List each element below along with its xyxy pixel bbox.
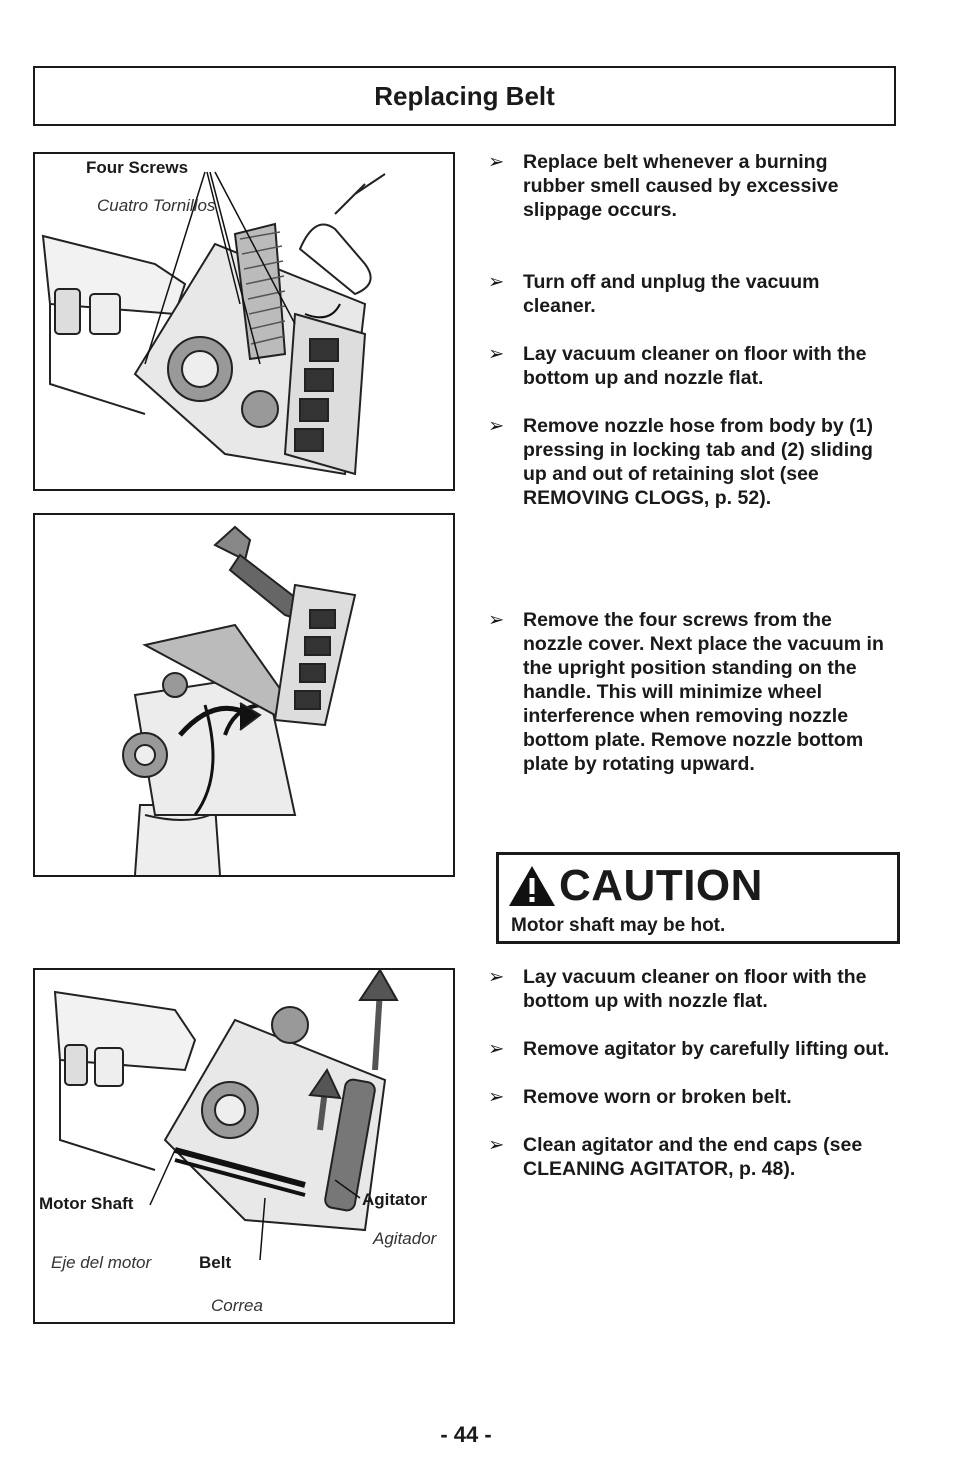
figure-remove-agitator: Motor Shaft Eje del motor Belt Correa Ag… — [33, 968, 455, 1324]
list-item: ➢ Remove nozzle hose from body by (1) pr… — [488, 414, 893, 510]
list-item: ➢ Clean agitator and the end caps (see C… — [488, 1133, 893, 1181]
caution-box: CAUTION Motor shaft may be hot. — [496, 852, 900, 944]
list-item: ➢ Lay vacuum cleaner on floor with the b… — [488, 965, 893, 1013]
instruction-list-2: ➢ Remove the four screws from the nozzle… — [488, 608, 893, 800]
step-text: Remove worn or broken belt. — [523, 1086, 792, 1108]
agitator-label-es: Agitador — [373, 1229, 437, 1248]
belt-label-es: Correa — [211, 1296, 263, 1315]
step-text: Remove nozzle hose from body by (1) pres… — [523, 415, 873, 509]
bullet-arrow-icon: ➢ — [488, 609, 505, 631]
step-text: Clean agitator and the end caps (see CLE… — [523, 1134, 863, 1180]
vacuum-bottom-illustration — [41, 171, 386, 476]
figure-remove-screws: Four Screws Cuatro Tornillos — [33, 152, 455, 491]
bullet-arrow-icon: ➢ — [488, 1086, 505, 1108]
instruction-list-3: ➢ Lay vacuum cleaner on floor with the b… — [488, 965, 893, 1205]
bullet-arrow-icon: ➢ — [488, 343, 505, 365]
list-item: ➢ Remove agitator by carefully lifting o… — [488, 1037, 893, 1061]
page-title: Replacing Belt — [374, 80, 555, 111]
bullet-arrow-icon: ➢ — [488, 966, 505, 988]
motor-shaft-label: Motor Shaft — [39, 1194, 134, 1213]
caution-heading: CAUTION — [559, 861, 763, 910]
list-item: ➢ Lay vacuum cleaner on floor with the b… — [488, 342, 893, 390]
step-text: Turn off and unplug the vacuum cleaner. — [523, 271, 820, 317]
list-item: ➢ Turn off and unplug the vacuum cleaner… — [488, 270, 893, 318]
bullet-arrow-icon: ➢ — [488, 271, 505, 293]
four-screws-label-es: Cuatro Tornillos — [97, 196, 216, 215]
bullet-arrow-icon: ➢ — [488, 415, 505, 437]
belt-label: Belt — [199, 1253, 232, 1272]
step-text: Lay vacuum cleaner on floor with the bot… — [523, 343, 867, 389]
step-text: Replace belt whenever a burning rubber s… — [523, 151, 839, 221]
list-item: ➢ Replace belt whenever a burning rubber… — [488, 150, 893, 222]
step-text: Remove the four screws from the nozzle c… — [523, 609, 884, 775]
four-screws-label: Four Screws — [86, 158, 189, 177]
instruction-list-1: ➢ Replace belt whenever a burning rubber… — [488, 150, 893, 534]
caution-message: Motor shaft may be hot. — [511, 915, 726, 936]
section-title-box: Replacing Belt — [33, 66, 896, 126]
figure-rotate-bottom-plate — [33, 513, 455, 877]
step-text: Remove agitator by carefully lifting out… — [523, 1038, 890, 1060]
vacuum-agitator-illustration — [53, 970, 399, 1261]
motor-shaft-label-es: Eje del motor — [51, 1253, 152, 1272]
bullet-arrow-icon: ➢ — [488, 151, 505, 173]
bullet-arrow-icon: ➢ — [488, 1134, 505, 1156]
bullet-arrow-icon: ➢ — [488, 1038, 505, 1060]
list-item: ➢ Remove worn or broken belt. — [488, 1085, 893, 1109]
vacuum-upright-illustration — [122, 525, 357, 875]
agitator-label: Agitator — [362, 1190, 428, 1209]
step-text: Lay vacuum cleaner on floor with the bot… — [523, 966, 867, 1012]
list-item: ➢ Remove the four screws from the nozzle… — [488, 608, 893, 776]
warning-triangle-icon — [509, 866, 555, 906]
page-number: - 44 - — [440, 1422, 492, 1447]
